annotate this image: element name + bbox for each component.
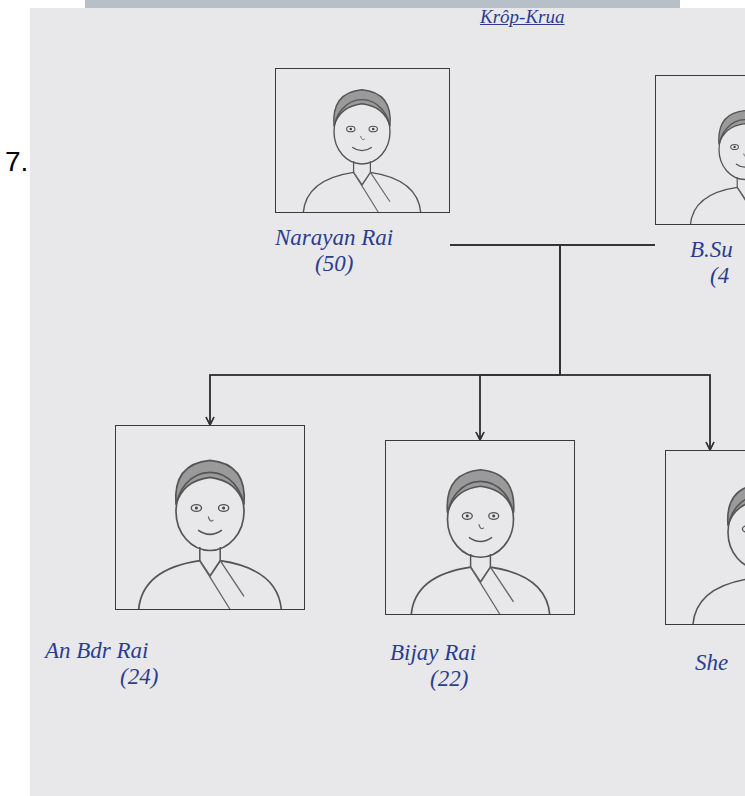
family-member: Narayan Rai(50): [275, 68, 450, 278]
portrait-frame: [655, 75, 745, 225]
family-connector: [480, 245, 655, 440]
family-member: B.Su(4: [655, 75, 745, 290]
member-age: (50): [315, 251, 353, 277]
portrait-frame: [385, 440, 575, 615]
family-connector: [210, 245, 560, 425]
member-name: B.Su: [690, 237, 733, 263]
page-title: Krôp-Krua: [480, 6, 564, 28]
member-name: An Bdr Rai: [45, 638, 149, 664]
family-connector: [560, 245, 710, 450]
family-connector: [450, 245, 560, 440]
member-name: She: [695, 650, 728, 676]
portrait-frame: [665, 450, 745, 625]
portrait-frame: [115, 425, 305, 610]
member-name: Bijay Rai: [390, 640, 476, 666]
member-name: Narayan Rai: [275, 225, 393, 251]
member-age: (24): [120, 664, 158, 690]
member-age: (22): [430, 666, 468, 692]
family-connector: [450, 245, 710, 450]
member-age: (4: [710, 263, 729, 289]
portrait-frame: [275, 68, 450, 213]
family-connector: [210, 245, 655, 425]
family-member: She: [665, 450, 745, 676]
family-member: An Bdr Rai(24): [45, 425, 305, 691]
family-member: Bijay Rai(22): [385, 440, 575, 693]
callout-number: 7.: [5, 146, 28, 178]
